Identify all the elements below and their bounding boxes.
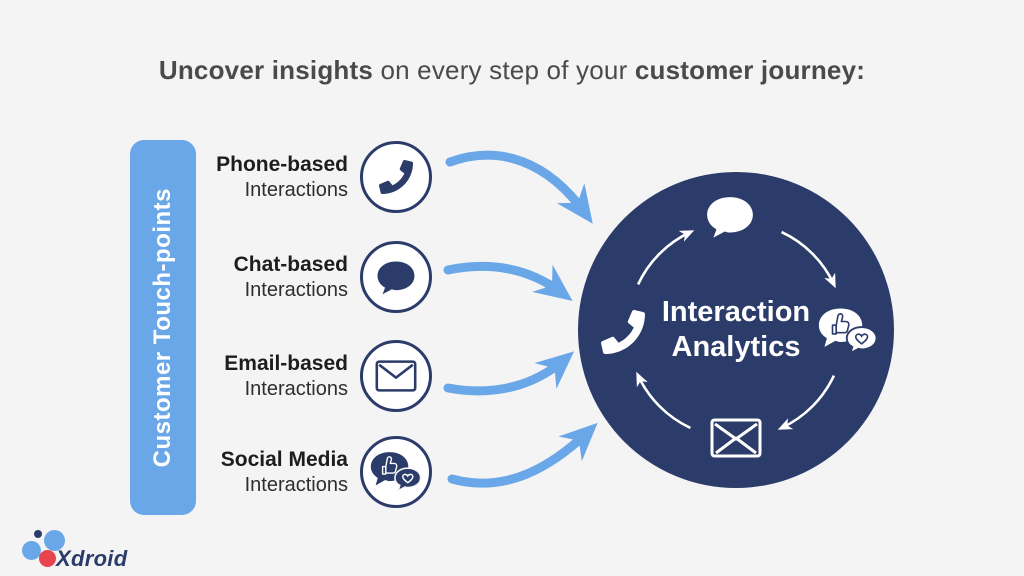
- logo-dot-blue-small: [22, 541, 41, 560]
- touchpoint-title: Chat-based: [233, 253, 348, 276]
- touchpoint-title: Phone-based: [216, 153, 348, 176]
- chat-bubble-icon: [707, 197, 753, 238]
- arrow-social-to-hub: [447, 422, 598, 488]
- logo-wordmark: Xdroid: [56, 546, 128, 571]
- cycle-arc-top-to-right: [781, 230, 836, 289]
- logo-dot-navy: [34, 530, 42, 538]
- arrow-phone-to-hub: [445, 150, 593, 224]
- title-plain: on every step of your: [373, 55, 635, 85]
- touchpoint-subtitle: Interactions: [244, 378, 348, 400]
- envelope-icon: [710, 418, 762, 458]
- title-emphasis-1: Uncover insights: [158, 55, 374, 85]
- touchpoint-text: Chat-based Interactions: [136, 251, 348, 303]
- phone-icon: [360, 141, 432, 213]
- xdroid-logo: Xdroid: [11, 524, 141, 572]
- hub-label-line2: Analytics: [671, 331, 801, 363]
- title-emphasis-2: customer journey:: [634, 55, 866, 85]
- touchpoint-text: Email-based Interactions: [136, 350, 348, 402]
- touchpoint-row-phone: Phone-based Interactions: [136, 141, 432, 213]
- customer-touchpoints-bar: Customer Touch-points: [130, 140, 196, 515]
- touchpoint-row-email: Email-based Interactions: [136, 340, 432, 412]
- touchpoint-text: Social Media Interactions: [136, 446, 348, 498]
- cycle-arc-bottom-to-left: [636, 371, 691, 430]
- cycle-arc-right-to-bottom: [777, 375, 836, 430]
- touchpoint-text: Phone-based Interactions: [136, 151, 348, 203]
- social-reactions-icon: [818, 308, 878, 356]
- email-icon: [360, 340, 432, 412]
- hub-label: Interaction Analytics: [578, 172, 894, 488]
- arrow-email-to-hub: [443, 351, 575, 396]
- touchpoint-title: Email-based: [224, 352, 348, 375]
- phone-handset-icon: [600, 309, 645, 354]
- touchpoint-row-social: Social Media Interactions: [136, 436, 432, 508]
- touchpoint-subtitle: Interactions: [244, 474, 348, 496]
- hub-cycle: [600, 197, 878, 458]
- touchpoint-title: Social Media: [220, 448, 348, 471]
- social-icon: [360, 436, 432, 508]
- page-title: Uncover insights on every step of your c…: [0, 55, 1024, 86]
- hub-label-line1: Interaction: [661, 296, 811, 328]
- interaction-analytics-hub: Interaction Analytics: [578, 172, 894, 488]
- cycle-arc-left-to-top: [636, 230, 695, 285]
- sidebar-label: Customer Touch-points: [149, 187, 176, 468]
- touchpoint-subtitle: Interactions: [244, 279, 348, 301]
- chat-icon: [360, 241, 432, 313]
- logo-dot-blue-large: [44, 530, 65, 551]
- touchpoint-row-chat: Chat-based Interactions: [136, 241, 432, 313]
- touchpoint-subtitle: Interactions: [244, 179, 348, 201]
- arrow-chat-to-hub: [443, 261, 573, 301]
- logo-dot-red: [39, 550, 56, 567]
